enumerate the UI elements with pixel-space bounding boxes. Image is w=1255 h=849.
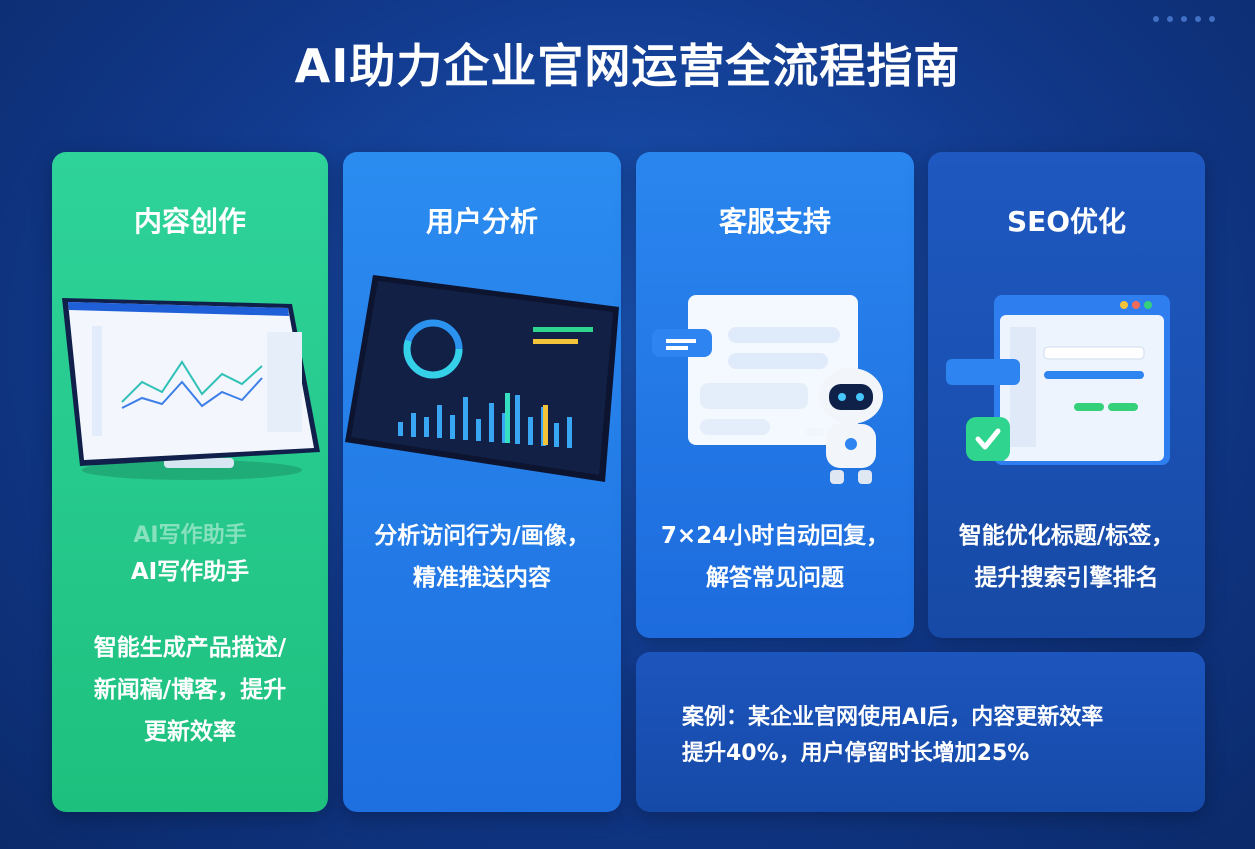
- card-description-line: 智能生成产品描述/: [93, 635, 287, 661]
- card-description-line: 新闻稿/博客，提升: [93, 677, 287, 703]
- case-study-line: 提升40%，用户停留时长增加25%: [682, 741, 1030, 766]
- ghost-label: AI写作助手: [133, 523, 247, 548]
- card-user-analysis[interactable]: 用户分析 分析访问行为/画像， 精准推送内容: [343, 152, 621, 812]
- robot-icon: [806, 368, 883, 484]
- card-description-line: 精准推送内容: [413, 565, 551, 591]
- check-icon: [966, 417, 1010, 461]
- card-title: 客服支持: [718, 205, 831, 238]
- chat-window-illustration: [652, 295, 858, 445]
- card-content-creation[interactable]: 内容创作 AI写作助手 AI写作助手 智能生成产品描述/ 新闻稿/博客，提升 更…: [52, 152, 328, 812]
- card-description-line: 提升搜索引擎排名: [974, 565, 1159, 591]
- seo-window-illustration: [946, 295, 1170, 465]
- card-title: 用户分析: [425, 205, 538, 238]
- card-description-line: 分析访问行为/画像，: [374, 523, 590, 549]
- card-seo-optimization[interactable]: SEO优化 智能优化标题/标签， 提升搜索引擎排名: [928, 152, 1205, 638]
- card-title: SEO优化: [1006, 205, 1127, 238]
- card-subtitle: AI写作助手: [130, 559, 250, 585]
- analytics-tablet-illustration: [345, 275, 619, 482]
- tablet-dashboard-illustration: [62, 298, 320, 480]
- decorative-dots: [1153, 16, 1215, 22]
- case-study-line: 案例：某企业官网使用AI后，内容更新效率: [682, 705, 1104, 730]
- card-description-line: 解答常见问题: [706, 565, 844, 591]
- card-customer-service[interactable]: 客服支持 7×24小时自动回复， 解答常见问题: [636, 152, 914, 638]
- card-description-line: 智能优化标题/标签，: [958, 523, 1175, 549]
- card-description-line: 更新效率: [144, 719, 236, 745]
- page-title: AI助力企业官网运营全流程指南: [294, 39, 961, 93]
- case-study-text: 案例：某企业官网使用AI后，内容更新效率 提升40%，用户停留时长增加25%: [682, 700, 1175, 772]
- card-title: 内容创作: [133, 205, 246, 238]
- case-study-card: 案例：某企业官网使用AI后，内容更新效率 提升40%，用户停留时长增加25%: [636, 652, 1205, 812]
- card-description-line: 7×24小时自动回复，: [660, 523, 890, 549]
